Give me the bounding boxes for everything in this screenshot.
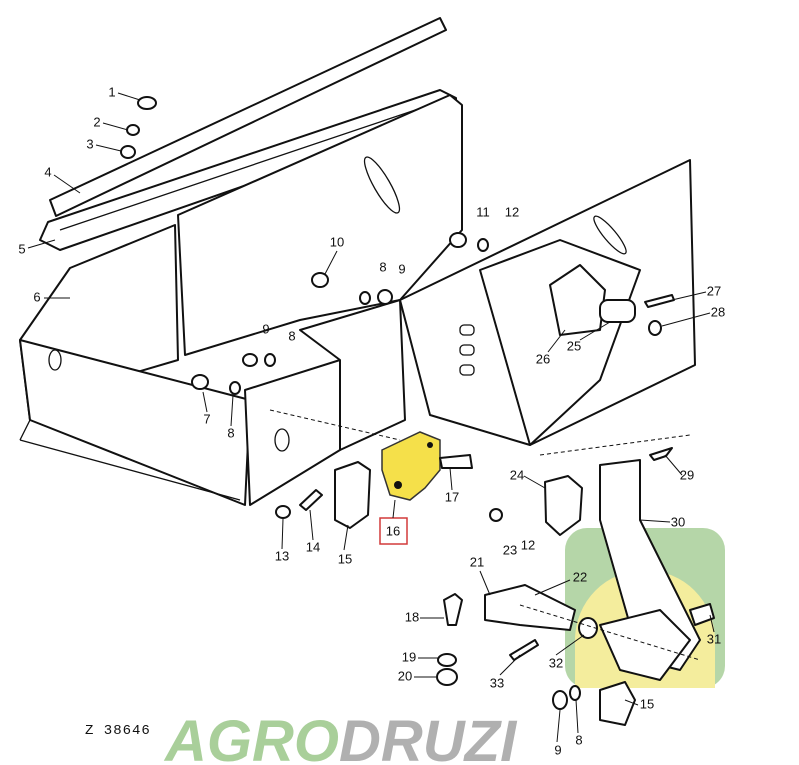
callout-4: 4 (44, 164, 51, 179)
callout-33: 33 (490, 675, 504, 690)
callout-30: 30 (671, 514, 685, 529)
callout-19: 19 (402, 649, 416, 664)
callout-3: 3 (86, 136, 93, 151)
callout-labels: 1 2 3 4 5 6 7 8 9 8 10 8 9 11 12 13 14 1… (18, 84, 725, 757)
highlighted-bracket-16 (381, 431, 441, 501)
callout-24: 24 (510, 467, 524, 482)
callout-11: 11 (476, 204, 490, 219)
callout-9: 9 (398, 261, 405, 276)
callout-32: 32 (549, 655, 563, 670)
watermark-text: AGRODRUZI (163, 709, 518, 765)
callout-13: 13 (275, 548, 289, 563)
callout-26: 26 (536, 351, 550, 366)
callout-18: 18 (405, 609, 419, 624)
callout-2: 2 (93, 114, 100, 129)
callout-29: 29 (680, 467, 694, 482)
callout-15: 15 (338, 551, 352, 566)
callout-14: 14 (306, 539, 320, 554)
callout-8: 8 (227, 425, 234, 440)
callout-5: 5 (18, 241, 25, 256)
callout-6: 6 (33, 289, 40, 304)
callout-21: 21 (470, 554, 484, 569)
callout-8: 8 (379, 259, 386, 274)
callout-12: 12 (505, 204, 519, 219)
callout-7: 7 (203, 411, 210, 426)
callout-1: 1 (108, 84, 115, 99)
callout-31: 31 (707, 631, 721, 646)
callout-12: 12 (521, 537, 535, 552)
lower-parts (120, 96, 715, 726)
callout-20: 20 (398, 668, 412, 683)
callout-23: 23 (503, 542, 517, 557)
feeder-housing (19, 94, 696, 506)
callout-8: 8 (288, 328, 295, 343)
callout-25: 25 (567, 338, 581, 353)
callout-15: 15 (640, 696, 654, 711)
callout-28: 28 (711, 304, 725, 319)
callout-16: 16 (386, 523, 400, 538)
callout-9: 9 (554, 742, 561, 757)
callout-9: 9 (262, 321, 269, 336)
callout-27: 27 (707, 283, 721, 298)
watermark-agro: AGRO (163, 709, 339, 765)
top-strip (39, 17, 457, 251)
callout-22: 22 (573, 569, 587, 584)
callout-17: 17 (445, 489, 459, 504)
callout-8: 8 (575, 732, 582, 747)
watermark-druzi: DRUZI (339, 709, 518, 765)
callout-10: 10 (330, 234, 344, 249)
drawing-number: Z 38646 (85, 723, 151, 739)
leader-lines (27, 92, 715, 743)
